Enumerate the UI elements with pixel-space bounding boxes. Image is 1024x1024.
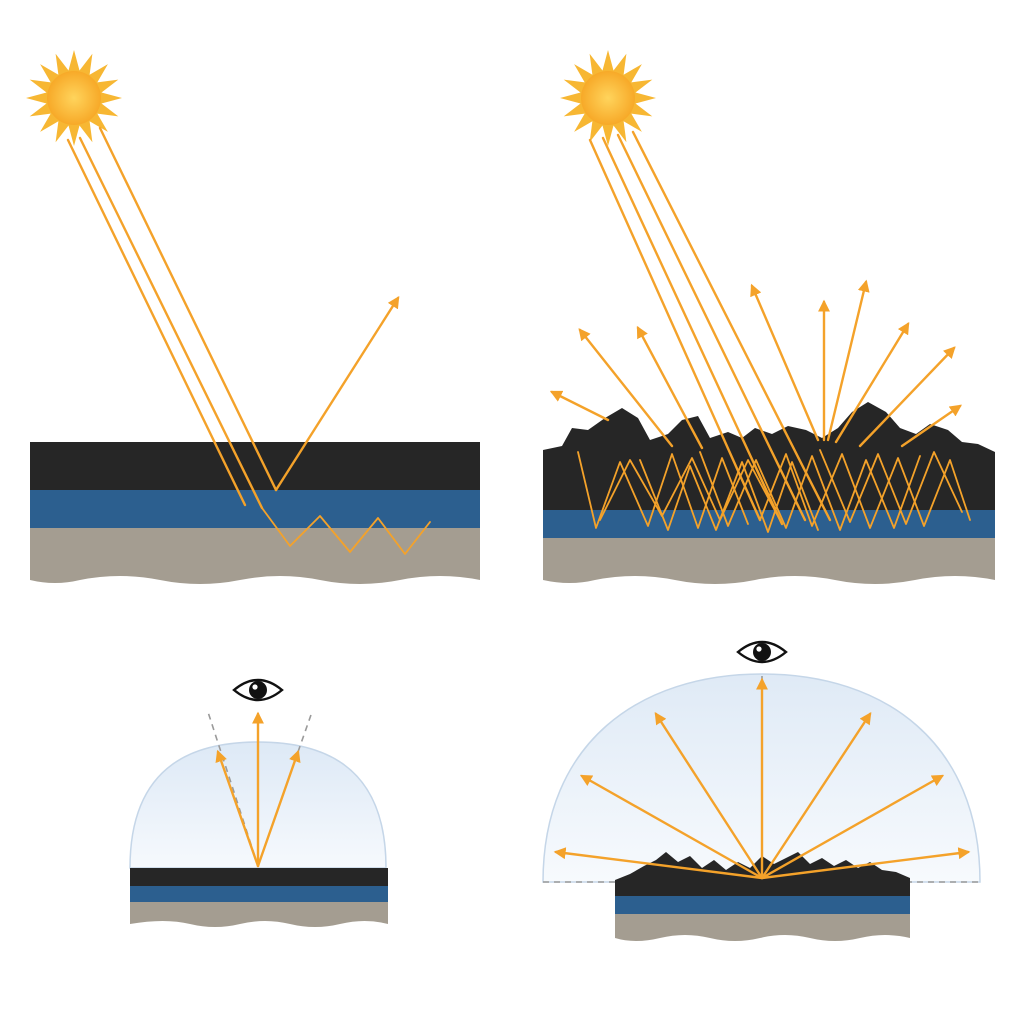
internal-bounce-path bbox=[261, 507, 431, 555]
specular-reflected-ray bbox=[274, 295, 400, 492]
sun-core bbox=[47, 71, 101, 125]
scattered-rays bbox=[549, 279, 962, 450]
blue-layer bbox=[615, 896, 910, 914]
substrate-layer bbox=[30, 528, 480, 584]
substrate-layer bbox=[615, 914, 910, 941]
smooth-layer-stack bbox=[30, 442, 480, 584]
eye-pupil bbox=[753, 643, 771, 661]
eye-icon bbox=[232, 678, 284, 702]
scattered-rays bbox=[553, 677, 971, 880]
panel-wide-hemispherical-scattering bbox=[542, 640, 981, 941]
smooth-layer-stack bbox=[130, 868, 388, 927]
panel-smooth-specular-reflection bbox=[26, 50, 480, 584]
eye-highlight bbox=[756, 646, 762, 652]
sun-icon bbox=[560, 50, 656, 146]
substrate-layer bbox=[543, 538, 995, 584]
eye-pupil bbox=[249, 681, 267, 699]
rough-black-coating bbox=[543, 402, 995, 510]
reflected-rays bbox=[215, 711, 301, 868]
blue-layer bbox=[130, 886, 388, 902]
incident-rays bbox=[66, 126, 278, 510]
panel-rough-diffuse-scattering bbox=[543, 50, 995, 584]
incident-rays bbox=[588, 130, 832, 526]
sun-core bbox=[581, 71, 635, 125]
internal-scatter-paths bbox=[577, 449, 971, 533]
black-coating-layer bbox=[130, 868, 388, 886]
substrate-layer bbox=[130, 902, 388, 927]
panel-narrow-reflection-cone bbox=[129, 678, 388, 927]
black-coating-layer bbox=[30, 442, 480, 490]
sun-icon bbox=[26, 50, 122, 146]
eye-highlight bbox=[252, 684, 258, 690]
eye-icon bbox=[736, 640, 788, 664]
blue-layer bbox=[543, 510, 995, 538]
